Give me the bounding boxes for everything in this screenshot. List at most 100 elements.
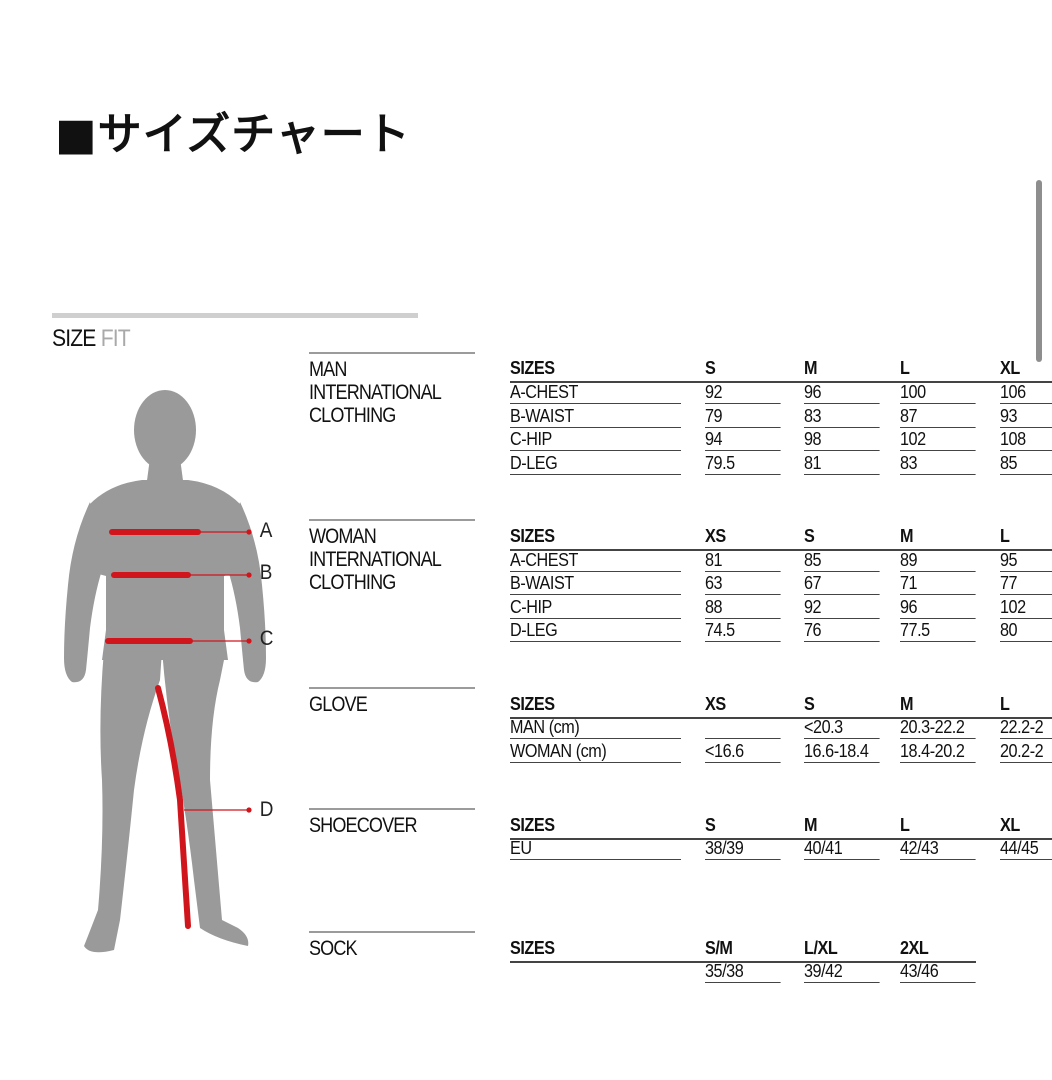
section-glove: GLOVE (309, 687, 475, 716)
scrollbar[interactable] (1036, 180, 1042, 362)
table-cell: 20.3-22.2 (900, 716, 976, 739)
header-cell: L/XL (804, 938, 838, 958)
header-cell: S (804, 694, 815, 714)
table-cell: 77.5 (900, 619, 976, 642)
table-cell: 71 (900, 572, 976, 595)
row-label: WOMAN (cm) (510, 740, 681, 763)
table-cell: 89 (900, 549, 976, 572)
marker-a: A (259, 519, 273, 542)
header-cell: L (900, 358, 910, 378)
header-cell: XS (705, 694, 726, 714)
section-title: GLOVE (309, 693, 368, 716)
marker-d: D (259, 798, 274, 821)
table-cell: 94 (705, 428, 781, 451)
table-cell: 87 (900, 405, 976, 428)
section-sock: SOCK (309, 931, 475, 960)
header-divider (52, 313, 418, 318)
table-cell: 18.4-20.2 (900, 740, 976, 763)
marker-c: C (259, 627, 274, 650)
table-cell: 100 (900, 381, 976, 404)
table-cell: 81 (705, 549, 781, 572)
table-cell: 83 (900, 452, 976, 475)
row-label: C-HIP (510, 596, 681, 619)
row-label: C-HIP (510, 428, 681, 451)
header-cell: 2XL (900, 938, 929, 958)
header-cell: S (705, 815, 716, 835)
row-label: D-LEG (510, 619, 681, 642)
section-title: MAN INTERNATIONAL CLOTHING (309, 358, 442, 427)
table-cell: 93 (1000, 405, 1052, 428)
table-cell: 38/39 (705, 837, 781, 860)
table-header-row: SIZES S/M L/XL 2XL (510, 937, 976, 963)
table-cell: 76 (804, 619, 880, 642)
table-cell: 79 (705, 405, 781, 428)
marker-b: B (259, 561, 273, 584)
section-title: SHOECOVER (309, 814, 418, 837)
table-cell: 39/42 (804, 960, 880, 983)
header-cell: SIZES (510, 815, 555, 835)
header-cell: M (804, 358, 818, 378)
table-cell: 43/46 (900, 960, 976, 983)
table-cell: 85 (1000, 452, 1052, 475)
fit-label: FIT (100, 325, 131, 352)
table-cell: 102 (900, 428, 976, 451)
header-cell: XS (705, 526, 726, 546)
table-cell: 85 (804, 549, 880, 572)
table-cell: 16.6-18.4 (804, 740, 880, 763)
header-cell: L (900, 815, 910, 835)
header-cell: XL (1000, 815, 1020, 835)
header-cell: M (804, 815, 818, 835)
table-cell: <20.3 (804, 716, 880, 739)
section-title: WOMAN INTERNATIONAL CLOTHING (309, 525, 442, 594)
table-cell: 81 (804, 452, 880, 475)
header-cell: M (900, 526, 914, 546)
section-shoecover: SHOECOVER (309, 808, 475, 837)
table-cell: 20.2-2 (1000, 740, 1052, 763)
table-cell: <16.6 (705, 740, 781, 763)
table-cell: 42/43 (900, 837, 976, 860)
section-man-clothing: MAN INTERNATIONAL CLOTHING (309, 352, 475, 427)
body-figure-illustration (64, 390, 266, 953)
table-cell: 22.2-2 (1000, 716, 1052, 739)
table-cell: 67 (804, 572, 880, 595)
row-label: D-LEG (510, 452, 681, 475)
table-header-row: SIZES S M L XL (510, 814, 1052, 840)
table-cell: 40/41 (804, 837, 880, 860)
table-cell: 98 (804, 428, 880, 451)
table-cell: 35/38 (705, 960, 781, 983)
header-cell: XL (1000, 358, 1020, 378)
header-cell: SIZES (510, 526, 555, 546)
table-cell: 74.5 (705, 619, 781, 642)
table-cell: 108 (1000, 428, 1052, 451)
header-cell: M (900, 694, 914, 714)
header-cell: S (804, 526, 815, 546)
row-label: A-CHEST (510, 381, 681, 404)
table-cell: 63 (705, 572, 781, 595)
table-header-row: SIZES XS S M L (510, 525, 1052, 551)
section-title: SOCK (309, 937, 358, 960)
row-label: B-WAIST (510, 405, 681, 428)
header-cell: L (1000, 694, 1010, 714)
row-label: A-CHEST (510, 549, 681, 572)
table-cell: 88 (705, 596, 781, 619)
row-label: MAN (cm) (510, 716, 681, 739)
table-cell: 77 (1000, 572, 1052, 595)
table-cell: 95 (1000, 549, 1052, 572)
table-cell: 96 (804, 381, 880, 404)
table-cell: 102 (1000, 596, 1052, 619)
table-header-row: SIZES S M L XL (510, 357, 1052, 383)
section-woman-clothing: WOMAN INTERNATIONAL CLOTHING (309, 519, 475, 594)
table-cell: 96 (900, 596, 976, 619)
table-cell (705, 716, 781, 739)
header-cell: SIZES (510, 694, 555, 714)
table-cell: 83 (804, 405, 880, 428)
row-label: EU (510, 837, 681, 860)
size-label: SIZE (52, 325, 96, 352)
table-header-row: SIZES XS S M L (510, 693, 1052, 719)
table-cell: 92 (705, 381, 781, 404)
header-cell: SIZES (510, 358, 555, 378)
header-cell: L (1000, 526, 1010, 546)
row-label: B-WAIST (510, 572, 681, 595)
header-cell: S/M (705, 938, 733, 958)
